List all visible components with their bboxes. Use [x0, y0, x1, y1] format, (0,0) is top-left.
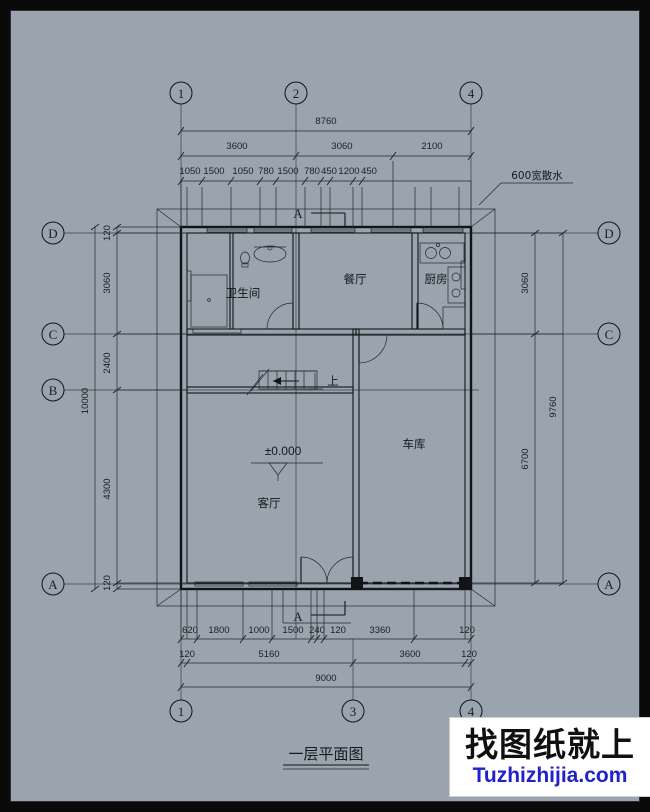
dim-bot3-1: 1800 [208, 625, 229, 636]
svg-text:3: 3 [350, 704, 357, 719]
elevation-mark: ±0.000 [251, 444, 323, 481]
dim-left-overall: 10000 [80, 388, 91, 414]
grid-bubbles: 1 2 4 1 3 4 D C B A D C A [41, 81, 621, 723]
svg-text:A: A [48, 577, 58, 592]
dim-top3-6: 450 [321, 166, 337, 177]
room-label-kitchen: 厨房 [425, 272, 448, 286]
column-right [459, 577, 471, 589]
dim-right-0: 3060 [520, 272, 531, 293]
dim-right-1: 6700 [520, 448, 531, 469]
apron-note: 600宽散水 [478, 169, 573, 206]
watermark-cn-text: 找图纸就上 [465, 725, 635, 764]
dim-top3-3: 780 [258, 166, 274, 177]
dimension-top: 1050 1500 1050 780 1500 780 450 1200 450… [177, 116, 475, 227]
dim-top3-0: 1050 [179, 166, 200, 177]
dim-bot3-2: 1000 [248, 625, 269, 636]
section-mark-top: A [293, 206, 346, 227]
dim-left-1: 3060 [102, 272, 113, 293]
room-labels: 卫生间 餐厅 厨房 客厅 车库 [226, 272, 448, 510]
svg-text:4: 4 [468, 704, 475, 719]
dimension-right: 3060 6700 9760 [471, 229, 568, 587]
dim-bot2-3: 120 [461, 649, 477, 660]
dim-bot2-1: 5160 [258, 649, 279, 660]
dim-right-overall: 9760 [548, 396, 559, 417]
drawing-title-label: 一层平面图 [288, 745, 363, 763]
stair-up-label: 上 [327, 374, 339, 388]
outer-walls [179, 225, 473, 591]
room-label-dining: 餐厅 [344, 272, 367, 286]
dim-bot3-5: 120 [330, 625, 346, 636]
dim-top3-2: 1050 [232, 166, 253, 177]
watermark-logo: 找图纸就上 Tuzhizhijia.com [449, 717, 650, 797]
section-letter-top: A [293, 206, 303, 221]
svg-text:1: 1 [178, 704, 185, 719]
windows [186, 227, 466, 587]
dim-top3-7: 1200 [338, 166, 359, 177]
dim-bot3-6: 3360 [369, 625, 390, 636]
dim-left-4: 120 [102, 575, 113, 591]
stove-icon [447, 266, 466, 304]
dimension-left: 120 3060 2400 4300 120 10000 [80, 223, 187, 593]
floor-plan-drawing: .thin{stroke:#23272c;stroke-width:0.7;fi… [41, 81, 621, 770]
dim-top2-0: 3600 [226, 141, 247, 152]
svg-text:1: 1 [178, 86, 185, 101]
garage-door [351, 577, 471, 590]
apron-note-label: 600宽散水 [511, 169, 563, 182]
svg-text:D: D [604, 226, 613, 241]
drawing-title: 一层平面图 [283, 745, 369, 770]
dim-top-overall: 8760 [315, 116, 336, 127]
dim-top2-1: 3060 [331, 141, 352, 152]
apron-outline [156, 208, 496, 607]
dim-bottom-overall: 9000 [315, 673, 336, 684]
svg-text:C: C [605, 327, 614, 342]
dim-left-2: 2400 [102, 352, 113, 373]
dim-top3-1: 1500 [203, 166, 224, 177]
dim-left-3: 4300 [102, 478, 113, 499]
dim-top3-8: 450 [361, 166, 377, 177]
dimension-bottom: 620 1800 1000 1500 240 120 3360 120 120 … [177, 589, 477, 692]
dim-top3-5: 780 [304, 166, 320, 177]
dim-top2-2: 2100 [421, 141, 442, 152]
dim-bot3-0: 620 [182, 625, 198, 636]
watermark-url-text: Tuzhizhijia.com [472, 764, 628, 787]
svg-text:C: C [49, 327, 58, 342]
fridge-icon [442, 306, 466, 330]
svg-text:D: D [48, 226, 57, 241]
elevation-label: ±0.000 [265, 444, 302, 458]
sink-icon [253, 245, 287, 263]
room-label-living: 客厅 [258, 496, 281, 510]
kitchen-sink-icon [419, 242, 465, 264]
room-label-garage: 车库 [403, 437, 426, 451]
svg-text:B: B [49, 383, 58, 398]
dim-top3-4: 1500 [277, 166, 298, 177]
dim-bot2-2: 3600 [399, 649, 420, 660]
svg-text:A: A [604, 577, 614, 592]
stairs: 上 [246, 368, 339, 396]
svg-text:4: 4 [468, 86, 475, 101]
toilet-icon [240, 251, 250, 265]
drawing-sheet: .thin{stroke:#23272c;stroke-width:0.7;fi… [10, 10, 650, 802]
section-letter-bottom: A [293, 609, 303, 624]
dim-bot3-3: 1500 [282, 625, 303, 636]
column-left [351, 577, 363, 589]
dim-bot3-7: 120 [459, 625, 475, 636]
room-label-bathroom: 卫生间 [226, 286, 261, 300]
svg-text:2: 2 [293, 86, 300, 101]
dim-bot2-0: 120 [179, 649, 195, 660]
bathtub-icon [190, 274, 228, 328]
bathroom-fixtures [190, 245, 287, 328]
dim-left-0: 120 [102, 225, 113, 241]
grid-lines [53, 93, 609, 711]
kitchen-fixtures [419, 242, 466, 330]
